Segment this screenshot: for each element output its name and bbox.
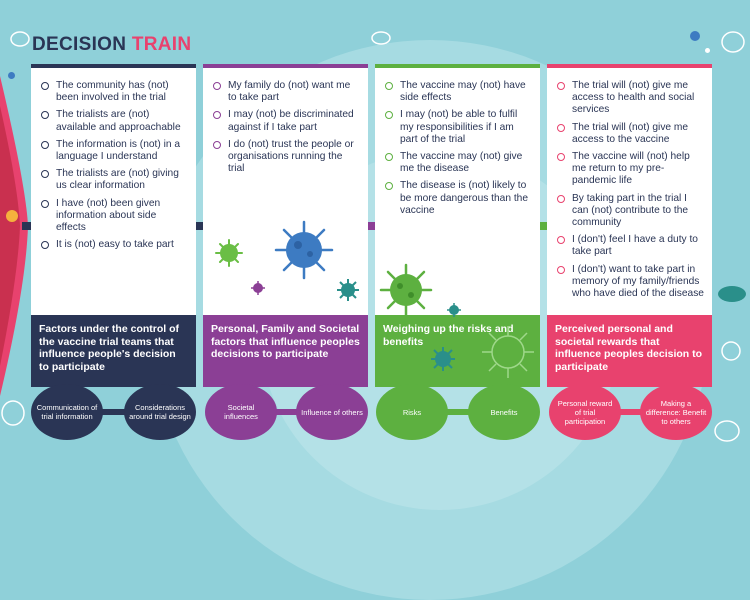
wagon-personal-family-factors: My family do (not) want me to take part … <box>203 64 368 387</box>
wagon-coupler <box>368 222 375 230</box>
title-decision: DECISION <box>32 34 132 55</box>
decorative-blob <box>714 420 740 442</box>
list-item: The vaccine may (not) have side effects <box>385 80 532 104</box>
list-item: By taking part in the trial I can (not) … <box>557 193 704 230</box>
list-item: I do (not) trust the people or organisat… <box>213 139 360 176</box>
wheel-personal-reward: Personal reward of trial participation <box>549 384 621 440</box>
wagon-body: The trial will (not) give me access to h… <box>547 64 712 315</box>
decorative-dot <box>690 31 700 41</box>
wagon-coupler <box>196 222 203 230</box>
wagon-heading: Weighing up the risks and benefits <box>375 315 540 387</box>
virus-icon <box>251 281 265 295</box>
list-item: The vaccine will (not) help me return to… <box>557 151 704 188</box>
wagon-body: The community has (not) been involved in… <box>31 64 196 315</box>
decorative-blob <box>10 31 30 47</box>
decorative-blob <box>721 31 745 53</box>
list-item: The trial will (not) give me access to t… <box>557 122 704 146</box>
wheel-benefits: Benefits <box>468 384 540 440</box>
decorative-blob <box>371 31 391 45</box>
list-item: It is (not) easy to take part <box>41 239 188 251</box>
locomotive-connector <box>22 222 32 230</box>
wheel-risks: Risks <box>376 384 448 440</box>
wagon-heading: Factors under the control of the vaccine… <box>31 315 196 387</box>
wagon-body: The vaccine may (not) have side effects … <box>375 64 540 315</box>
list-item: I may (not) be able to fulfil my respons… <box>385 109 532 146</box>
wheel-axle <box>404 409 524 415</box>
virus-icon <box>215 239 243 267</box>
list-item: The vaccine may (not) give me the diseas… <box>385 151 532 175</box>
virus-icon <box>379 263 433 317</box>
wheel-axle <box>60 409 180 415</box>
list-item: The trialists are (not) giving us clear … <box>41 168 188 192</box>
list-item: I may (not) be discriminated against if … <box>213 109 360 133</box>
virus-icon <box>274 220 334 280</box>
list-item: The information is (not) in a language I… <box>41 139 188 163</box>
wheel-trial-design: Considerations around trial design <box>124 384 196 440</box>
wheel-communication: Communication of trial information <box>31 384 103 440</box>
wagon-coupler <box>540 222 547 230</box>
wheel-making-a-difference: Making a difference: Benefit to others <box>640 384 712 440</box>
wheel-societal-influences: Societal influences <box>205 384 277 440</box>
title-train: TRAIN <box>131 34 192 55</box>
list-item: The community has (not) been involved in… <box>41 80 188 104</box>
wagon-personal-societal-rewards: The trial will (not) give me access to h… <box>547 64 712 387</box>
list-item: My family do (not) want me to take part <box>213 80 360 104</box>
list-item: The disease is (not) likely to be more d… <box>385 180 532 217</box>
list-item: I (don't) want to take part in memory of… <box>557 264 704 301</box>
decorative-blob-filled <box>718 286 746 302</box>
factor-list: The vaccine may (not) have side effects … <box>385 80 532 217</box>
decorative-blob <box>721 341 741 361</box>
decorative-dot <box>705 48 710 53</box>
wagon-trial-team-factors: The community has (not) been involved in… <box>31 64 196 387</box>
virus-outline-icon <box>482 326 534 378</box>
wagon-risks-benefits: The vaccine may (not) have side effects … <box>375 64 540 387</box>
list-item: I (don't) feel I have a duty to take par… <box>557 234 704 258</box>
wheel-axle <box>576 409 696 415</box>
list-item: The trial will (not) give me access to h… <box>557 80 704 117</box>
factor-list: My family do (not) want me to take part … <box>213 80 360 175</box>
virus-icon <box>447 303 461 317</box>
factor-list: The trial will (not) give me access to h… <box>557 80 704 300</box>
wagon-heading: Personal, Family and Societal factors th… <box>203 315 368 387</box>
virus-icon <box>337 279 359 301</box>
list-item: I have (not) been given information abou… <box>41 198 188 235</box>
decorative-blob <box>1 400 25 426</box>
wagon-heading: Perceived personal and societal rewards … <box>547 315 712 387</box>
wheel-influence-of-others: Influence of others <box>296 384 368 440</box>
wheel-axle <box>232 409 352 415</box>
wagon-body: My family do (not) want me to take part … <box>203 64 368 315</box>
factor-list: The community has (not) been involved in… <box>41 80 188 251</box>
page-title: DECISION TRAIN <box>32 34 191 56</box>
decorative-dot <box>8 72 15 79</box>
locomotive-icon <box>0 76 28 396</box>
virus-icon <box>431 347 455 371</box>
list-item: The trialists are (not) available and ap… <box>41 109 188 133</box>
